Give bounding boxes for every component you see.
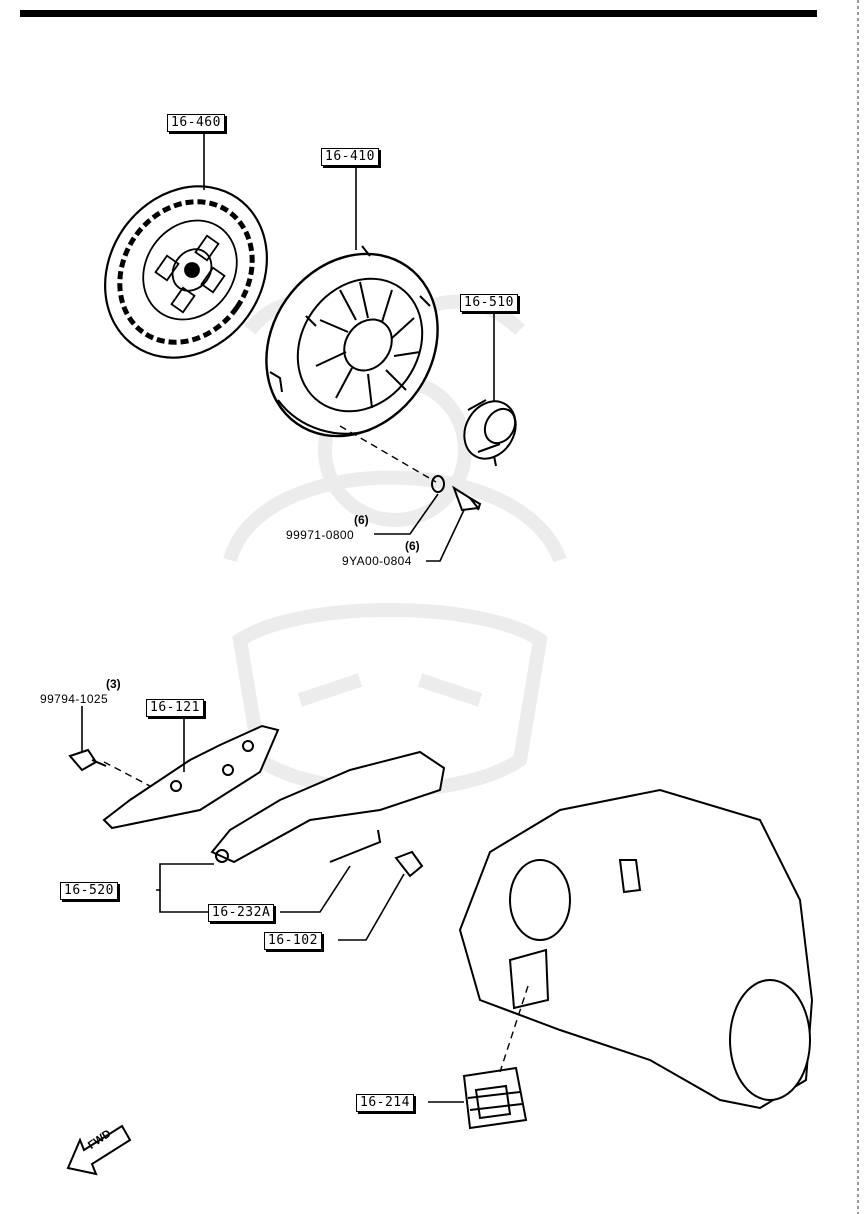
label-fork-spring[interactable]: 16-232A — [208, 904, 275, 922]
label-clutch-disc[interactable]: 16-460 — [167, 114, 225, 132]
clutch-disc-drawing — [104, 185, 268, 359]
washer-part-number[interactable]: 99971-0800 — [286, 528, 355, 542]
label-release-bearing[interactable]: 16-510 — [460, 294, 518, 312]
clutch-cover-drawing — [265, 245, 439, 438]
cover-bolt-qty: (6) — [405, 539, 420, 553]
release-bearing-drawing — [463, 399, 517, 467]
fork-bolt-part-number[interactable]: 99794-1025 — [40, 692, 109, 706]
release-fork-drawing — [210, 750, 446, 864]
washer-bolt-drawing — [431, 475, 482, 512]
leader-lines — [81, 132, 495, 1103]
washer-qty: (6) — [354, 513, 369, 527]
label-boot[interactable]: 16-214 — [356, 1094, 414, 1112]
label-fork-gasket[interactable]: 16-121 — [146, 699, 204, 717]
top-border — [20, 10, 817, 17]
fwd-arrow-icon — [66, 1124, 132, 1176]
assembly-lines — [103, 425, 529, 1073]
fork-bolt-qty: (3) — [106, 677, 121, 691]
fork-gasket-drawing — [102, 724, 280, 830]
label-clutch-cover[interactable]: 16-410 — [321, 148, 379, 166]
cover-bolt-part-number[interactable]: 9YA00-0804 — [342, 554, 412, 568]
boot-drawing — [462, 1066, 528, 1130]
label-pivot[interactable]: 16-102 — [264, 932, 322, 950]
label-release-fork-assy[interactable]: 16-520 — [60, 882, 118, 900]
transmission-case-drawing — [458, 788, 814, 1110]
